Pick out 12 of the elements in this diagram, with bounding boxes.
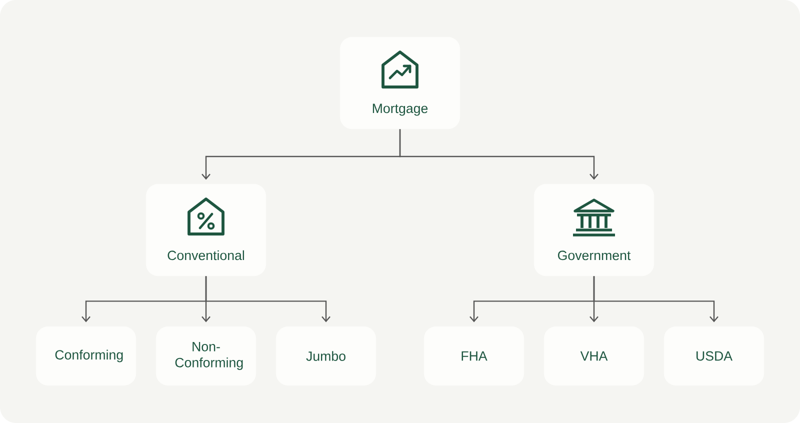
category-box: Government [534, 184, 654, 276]
category-box: Conforming [36, 326, 136, 386]
category-box: Conventional [146, 184, 266, 276]
connector-arrow [593, 276, 718, 322]
connector-arrow [399, 129, 598, 180]
connector-arrow [205, 276, 330, 322]
category-box: Mortgage [340, 37, 460, 129]
category-box: Non-Conforming [156, 326, 256, 386]
category-box: FHA [424, 326, 524, 386]
category-box: USDA [664, 326, 764, 386]
category-box: VHA [544, 326, 644, 386]
category-box: Jumbo [276, 326, 376, 386]
